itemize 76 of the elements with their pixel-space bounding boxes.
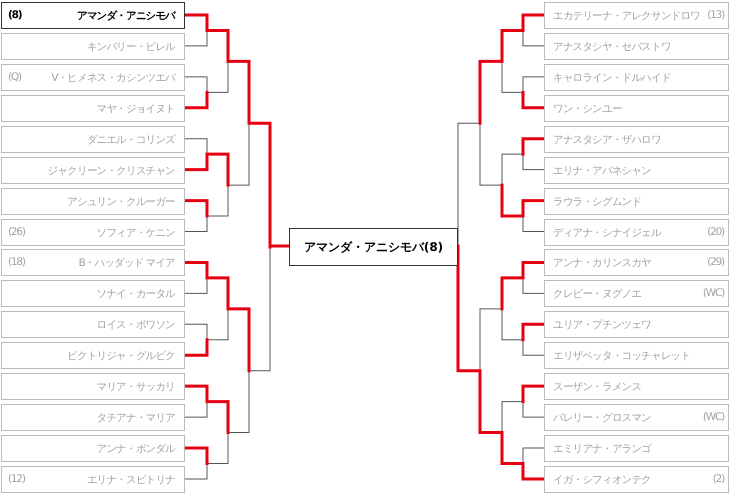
- player-box: [544, 249, 729, 276]
- player-box: [1, 218, 185, 246]
- player-name: クレビー・ヌグノエ: [553, 287, 642, 302]
- player-box: [544, 188, 729, 215]
- seed-label: (WC): [702, 411, 724, 424]
- player-name: エリナ・アバネシャン: [553, 164, 652, 178]
- player-name: キャロライン・ドルハイド: [553, 70, 671, 85]
- player-name: エカテリーナ・アレクサンドロワ: [553, 9, 700, 23]
- player-name: アナスタシア・ザハロワ: [553, 132, 661, 147]
- player-name: エミリアナ・アランゴ: [553, 442, 652, 456]
- player-name: エリザベッタ・コッチャレット: [553, 349, 690, 364]
- player-name: マリア・サッカリ: [96, 380, 175, 394]
- seed-label: (12): [8, 472, 25, 485]
- seed-label: (26): [8, 226, 25, 238]
- player-box: [1, 435, 185, 462]
- player-name: V・ヒメネス・カシンツエバ: [51, 70, 175, 85]
- seed-label: (WC): [702, 287, 724, 300]
- player-name: ワン・シンユー: [553, 102, 622, 116]
- seed-label: (Q): [8, 70, 21, 83]
- final-box: アマンダ・アニシモバ(8): [289, 228, 458, 266]
- player-box: [544, 32, 729, 60]
- player-name: ビクトリジャ・グルビク: [67, 349, 175, 364]
- player-name: イガ・シフィオンテク: [553, 472, 652, 487]
- player-box: [1, 188, 185, 215]
- player-name: エリナ・スビトリナ: [86, 472, 175, 487]
- player-name: タチアナ・マリア: [96, 411, 175, 426]
- player-name: ダニエル・コリンズ: [86, 132, 175, 147]
- player-box: [1, 466, 185, 493]
- seed-label: (2): [712, 472, 724, 485]
- player-name: ソナイ・カータル: [96, 287, 175, 302]
- player-box: [1, 404, 185, 432]
- player-box: [1, 126, 185, 153]
- player-box: [544, 126, 729, 153]
- player-name: アンナ・ボンダル: [96, 442, 175, 456]
- player-name: ジャクリーン・クリスチャン: [48, 164, 175, 178]
- player-box: [544, 2, 729, 29]
- player-name: アナスタシヤ・セバストワ: [553, 40, 671, 54]
- player-box: [544, 466, 729, 493]
- player-name: ロイス・ボワソン: [96, 318, 175, 332]
- player-box: [544, 342, 729, 370]
- seed-label: (20): [707, 226, 724, 238]
- player-box: [544, 373, 729, 400]
- player-name: ユリア・プチンツェワ: [553, 318, 652, 332]
- player-box: [544, 218, 729, 246]
- player-name: アンナ・カリンスカヤ: [553, 256, 652, 270]
- player-box: [544, 311, 729, 338]
- player-name: ラウラ・シグムンド: [553, 194, 642, 209]
- player-box: [1, 342, 185, 370]
- player-box: [544, 64, 729, 91]
- player-name: アシュリン・クルーガー: [67, 194, 175, 209]
- player-box: [1, 249, 185, 276]
- player-name: キンバリー・ビレル: [86, 40, 175, 54]
- seed-label: (18): [8, 256, 25, 268]
- player-box: [1, 373, 185, 400]
- player-name: アマンダ・アニシモバ: [76, 9, 175, 23]
- player-name: スーザン・ラメンス: [553, 380, 642, 394]
- seed-label: (8): [8, 9, 22, 21]
- player-box: [1, 156, 185, 184]
- player-box: [1, 2, 185, 29]
- player-name: ディアナ・シナイジェル: [553, 226, 661, 240]
- player-name: バレリー・グロスマン: [553, 411, 652, 426]
- player-box: [1, 280, 185, 308]
- player-name: マヤ・ジョイヌト: [96, 102, 175, 116]
- player-box: [1, 32, 185, 60]
- player-name: B・ハッダッド マイア: [78, 256, 175, 270]
- player-box: [544, 94, 729, 122]
- player-box: [544, 156, 729, 184]
- player-box: [544, 280, 729, 308]
- player-box: [1, 94, 185, 122]
- player-box: [544, 404, 729, 432]
- player-name: ソフィア・ケニン: [96, 226, 175, 240]
- player-box: [1, 64, 185, 91]
- seed-label: (29): [707, 256, 724, 268]
- player-box: [544, 435, 729, 462]
- player-box: [1, 311, 185, 338]
- seed-label: (13): [707, 9, 724, 21]
